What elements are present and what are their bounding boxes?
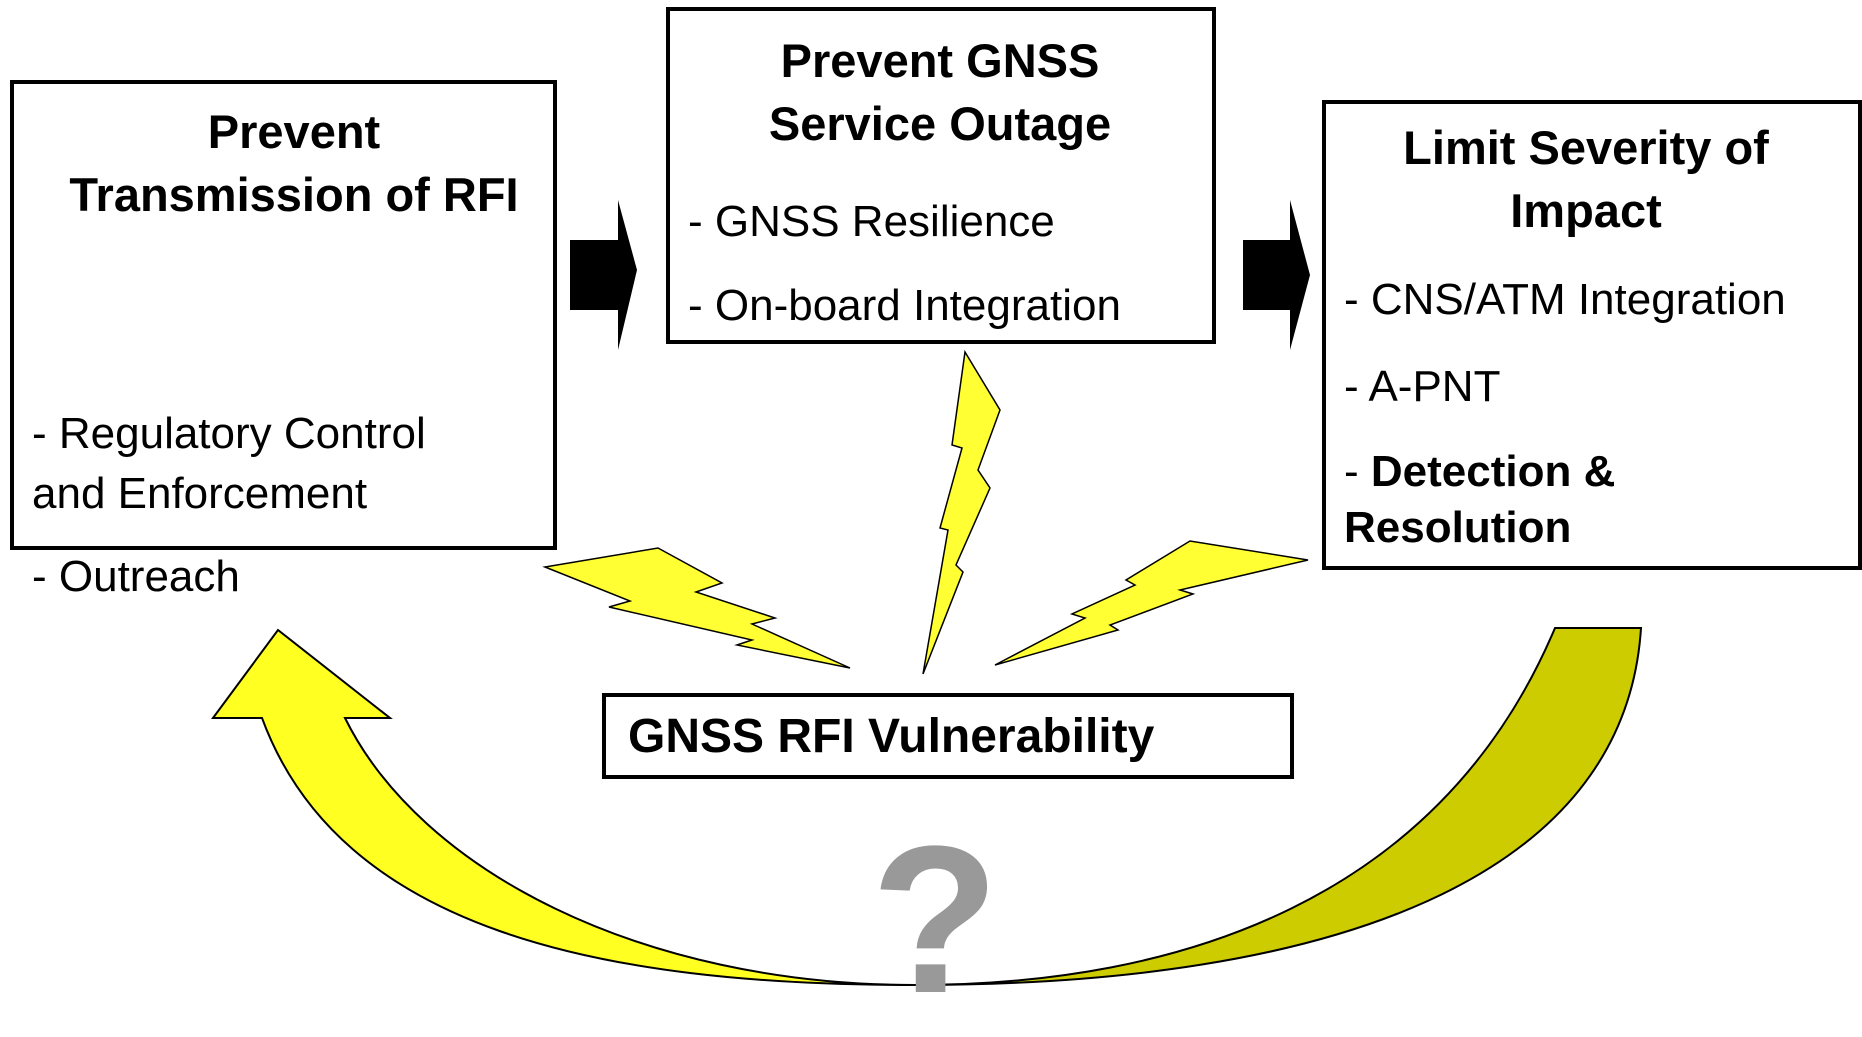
box-limit-severity-item-2: - A-PNT [1344,362,1501,411]
detection-dash: - [1344,447,1371,496]
box-prevent-outage: Prevent GNSS Service Outage - GNSS Resil… [666,7,1216,344]
box-vulnerability-label: GNSS RFI Vulnerability [628,710,1155,763]
block-arrow-right-2 [1243,200,1310,350]
box-prevent-outage-item-1: - GNSS Resilience [688,197,1055,246]
box-limit-severity: Limit Severity of Impact - CNS/ATM Integ… [1322,100,1862,570]
box-limit-severity-item-1: - CNS/ATM Integration [1344,275,1786,324]
lightning-bolt-right [994,540,1309,666]
box-limit-severity-title: Limit Severity of Impact [1403,121,1769,237]
box-prevent-transmission-item-2: - Outreach [32,552,240,601]
box-prevent-transmission: Prevent Transmission of RFI - Regulatory… [10,80,557,601]
box-limit-severity-item-detection: - Detection & Resolution [1344,444,1784,556]
box-prevent-transmission-title: Prevent Transmission of RFI [69,105,519,221]
lightning-bolt-center [922,349,1001,675]
question-mark: ? [870,802,1000,1037]
box-prevent-transmission-item-1: - Regulatory Control and Enforcement [32,409,426,518]
box-prevent-outage-item-2: - On-board Integration [688,281,1121,330]
detection-label: Detection & Resolution [1344,447,1616,552]
curved-return-arrow [211,627,1643,987]
box-prevent-outage-title: Prevent GNSS Service Outage [768,34,1112,150]
block-arrow-right-1 [570,200,637,350]
box-vulnerability: GNSS RFI Vulnerability [602,693,1294,779]
lightning-bolt-left [542,547,851,669]
